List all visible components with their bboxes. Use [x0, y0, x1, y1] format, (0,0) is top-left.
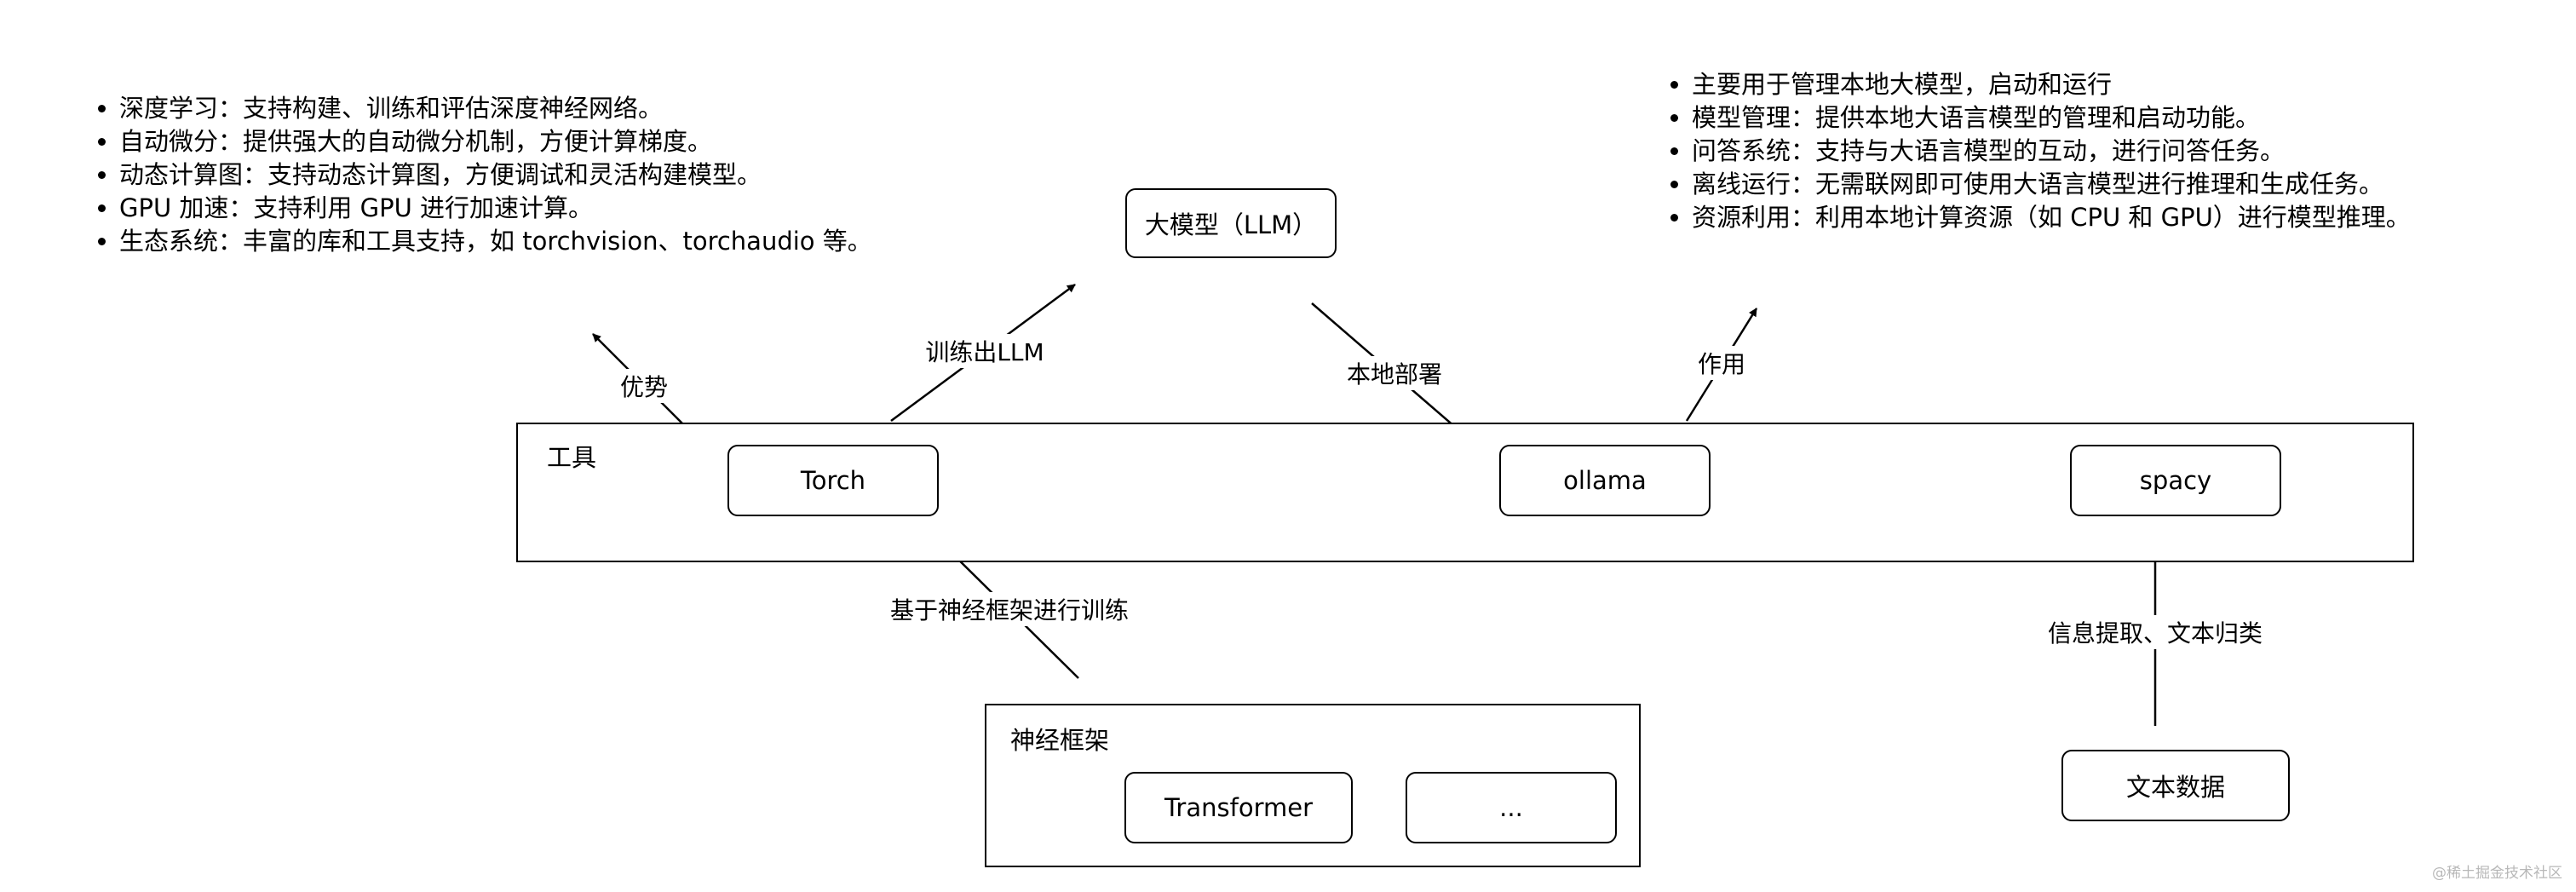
ollama-note-item: 模型管理：提供本地大语言模型的管理和启动功能。 [1692, 101, 2411, 135]
torch-note-item: 生态系统：丰富的库和工具支持，如 torchvision、torchaudio … [119, 225, 872, 258]
ollama-note-item: 资源利用：利用本地计算资源（如 CPU 和 GPU）进行模型推理。 [1692, 201, 2411, 234]
torch-notes: 深度学习：支持构建、训练和评估深度神经网络。 自动微分：提供强大的自动微分机制，… [85, 92, 872, 258]
spacy-node: spacy [2070, 445, 2281, 516]
text-data-node: 文本数据 [2061, 750, 2290, 821]
tools-title: 工具 [547, 443, 597, 472]
framework-title: 神经框架 [1010, 726, 1110, 755]
torch-note-item: GPU 加速：支持利用 GPU 进行加速计算。 [119, 192, 872, 225]
edge-label-advantage: 优势 [616, 369, 672, 403]
ollama-note-item: 离线运行：无需联网即可使用大语言模型进行推理和生成任务。 [1692, 168, 2411, 201]
ollama-note-item: 主要用于管理本地大模型，启动和运行 [1692, 68, 2411, 101]
watermark: @稀土掘金技术社区 [2432, 865, 2562, 882]
torch-note-item: 深度学习：支持构建、训练和评估深度神经网络。 [119, 92, 872, 125]
transformer-node: Transformer [1124, 772, 1353, 843]
edge-label-framework-train: 基于神经框架进行训练 [886, 592, 1133, 626]
torch-node: Torch [727, 445, 939, 516]
edge-label-usage: 作用 [1693, 346, 1750, 380]
edge-label-train-llm: 训练出LLM [922, 334, 1048, 368]
torch-note-item: 自动微分：提供强大的自动微分机制，方便计算梯度。 [119, 125, 872, 158]
more-frameworks-node: ... [1406, 772, 1617, 843]
edge-label-info-extract: 信息提取、文本归类 [2044, 615, 2267, 649]
edge-label-local-deploy: 本地部署 [1343, 356, 1446, 390]
ollama-note-item: 问答系统：支持与大语言模型的互动，进行问答任务。 [1692, 135, 2411, 168]
ollama-node: ollama [1499, 445, 1711, 516]
ollama-notes: 主要用于管理本地大模型，启动和运行 模型管理：提供本地大语言模型的管理和启动功能… [1658, 68, 2411, 234]
llm-node: 大模型（LLM） [1125, 188, 1337, 258]
torch-note-item: 动态计算图：支持动态计算图，方便调试和灵活构建模型。 [119, 158, 872, 192]
